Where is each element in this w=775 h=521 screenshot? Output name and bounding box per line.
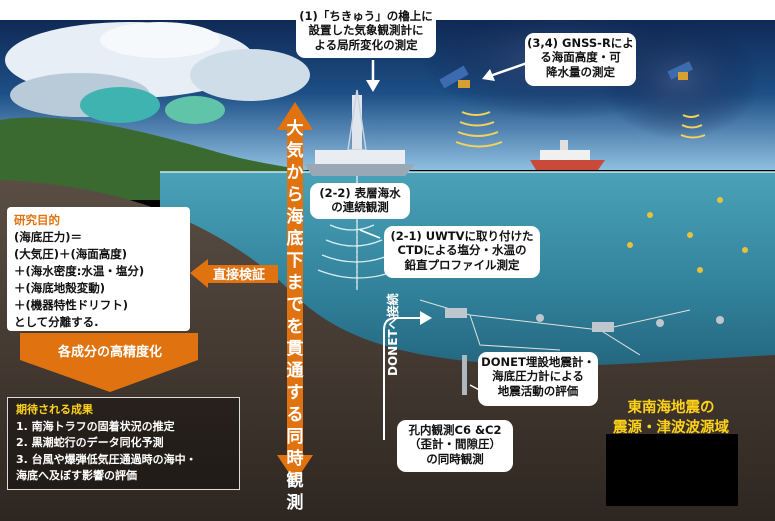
vertical-arrow-char: で [286, 295, 304, 315]
callout-borehole: 孔内観測C6 &C2 （歪計・間隙圧） の同時観測 [397, 420, 513, 472]
donet-connection-label: DONETへ接続 [386, 293, 400, 376]
vertical-arrow-char: 大 [286, 119, 304, 139]
vertical-arrow-char: 下 [286, 251, 304, 271]
vertical-arrow-char: 時 [286, 449, 304, 469]
callout-uwtv-line2: CTDによる塩分・水温の [397, 243, 527, 258]
donet-nodes [445, 308, 724, 332]
purpose-line: ＋(海底地殻変動) [14, 281, 106, 295]
callout-borehole-line2: （歪計・間隙圧） [409, 437, 501, 452]
callout-gnss-line2: る海面高度・可 [540, 50, 621, 65]
purpose-line: として分離する. [14, 315, 99, 329]
donet-connection-arrow [383, 317, 420, 440]
satellite-left-icon [439, 65, 470, 89]
callout-surface-water: (2-2) 表層海水 の連続観測 [310, 183, 410, 219]
purpose-line: (大気圧)＋(海面高度) [14, 247, 128, 261]
expected-results-box: 期待される成果 1. 南海トラフの固着状況の推定 2. 黒潮蛇行のデータ同化予測… [7, 397, 240, 490]
callout-donet-line1: DONET埋設地震計・ [481, 355, 595, 369]
vertical-arrow-char: 同 [286, 427, 304, 447]
precision-arrow [20, 333, 198, 392]
vertical-arrow-label: 大気から海底下までを貫通する同時観測 [283, 118, 307, 514]
purpose-line: (海底圧力)＝ [14, 230, 83, 244]
donet-cable-network [419, 299, 691, 356]
vertical-arrow-char: 測 [286, 493, 304, 513]
gnss-signal-arcs [455, 111, 706, 148]
source-region-label: 東南海地震の 震源・津波波源域 [606, 398, 736, 438]
result-line: 1. 南海トラフの固着状況の推定 [16, 419, 175, 433]
callout-surface-line1: (2-2) 表層海水 [319, 186, 401, 200]
callout-borehole-line1: 孔内観測C6 &C2 [408, 423, 502, 437]
purpose-line: ＋(機器特性ドリフト) [14, 298, 129, 312]
vertical-arrow-char: 観 [286, 471, 304, 491]
vertical-arrow-char: か [286, 163, 304, 183]
borehole-probe [462, 355, 467, 395]
weather-model-clouds [5, 22, 310, 124]
source-region-line2: 震源・津波波源域 [613, 420, 729, 436]
satellite-right-icon [667, 61, 693, 80]
direct-verification-arrow [190, 259, 278, 288]
vertical-arrow-char: す [286, 383, 304, 403]
vertical-arrow-char: る [286, 405, 304, 425]
result-line: 3. 台風や爆弾低気圧通過時の海中・ [16, 452, 197, 466]
callout-borehole-line3: の同時観測 [426, 451, 484, 466]
research-vessel [530, 140, 605, 170]
vertical-arrow-char: 底 [286, 229, 304, 249]
callout-ship-weather-line3: よる局所変化の測定 [314, 37, 418, 52]
region-backdrop [606, 434, 738, 506]
callout-surface-line2: の連続観測 [331, 200, 389, 215]
vertical-arrow-char: ま [286, 273, 304, 293]
vertical-through-arrow [277, 102, 313, 482]
result-line: 2. 黒潮蛇行のデータ同化予測 [16, 436, 164, 449]
callout-gnss-line3: 降水量の測定 [546, 64, 615, 79]
callout-gnss: (3,4) GNSS-Rによ る海面高度・可 降水量の測定 [525, 33, 636, 86]
floats [627, 197, 748, 273]
callout-ship-weather: (1)「ちきゅう」の櫓上に 設置した気象観測計に よる局所変化の測定 [296, 6, 436, 58]
callout-ship-weather-line1: (1)「ちきゅう」の櫓上に [299, 9, 433, 23]
callout-ship-weather-line2: 設置した気象観測計に [308, 23, 424, 38]
vertical-arrow-char: 通 [286, 361, 304, 381]
vertical-arrow-char: 貫 [286, 339, 304, 359]
precision-label: 各成分の高精度化 [57, 345, 162, 360]
vertical-arrow-char: を [286, 317, 304, 337]
vertical-arrow-char: 海 [286, 207, 304, 227]
research-purpose-title: 研究目的 [14, 213, 60, 227]
callout-donet-line2: 海底圧力計による [492, 369, 584, 384]
pointer-arrows [366, 60, 531, 92]
direct-verification-label: 直接検証 [212, 268, 265, 283]
purpose-line: ＋(海水密度:水温・塩分) [14, 264, 145, 278]
vertical-arrow-char: ら [286, 185, 304, 205]
callout-uwtv-line3: 鉛直プロファイル測定 [404, 257, 520, 272]
callout-gnss-line1: (3,4) GNSS-Rによ [527, 36, 634, 50]
callout-donet-seismometer: DONET埋設地震計・ 海底圧力計による 地震活動の評価 [478, 352, 598, 406]
research-purpose-box: 研究目的 (海底圧力)＝ (大気圧)＋(海面高度) ＋(海水密度:水温・塩分) … [7, 207, 190, 331]
callout-uwtv-line1: (2-1) UWTVに取り付けた [390, 229, 534, 243]
vertical-arrow-char: 気 [286, 141, 304, 161]
result-line: 海底へ及ぼす影響の評価 [16, 469, 137, 482]
callout-donet-line3: 地震活動の評価 [497, 383, 579, 398]
drilling-ship [305, 89, 415, 176]
source-region-line1: 東南海地震の [627, 400, 715, 416]
callout-uwtv-ctd: (2-1) UWTVに取り付けた CTDによる塩分・水温の 鉛直プロファイル測定 [384, 226, 540, 278]
expected-results-title: 期待される成果 [16, 403, 93, 416]
seabed [0, 180, 775, 521]
